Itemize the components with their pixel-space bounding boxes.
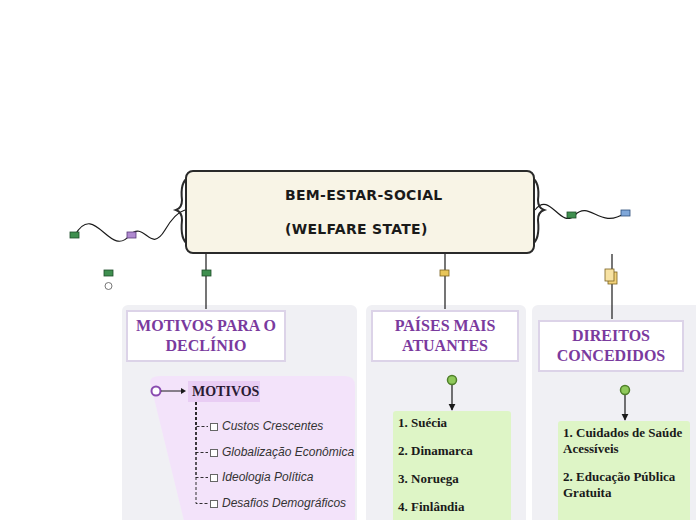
checkbox-icon (210, 423, 218, 431)
branch-heading: PAÍSES MAIS ATUANTES (371, 310, 519, 362)
group-region (150, 376, 355, 520)
node-text: BEM-ESTAR-SOCIAL (WELFARE STATE) (285, 178, 485, 246)
node-text: Globalização Econômica (222, 445, 354, 460)
list-item: Custos Crescentes (208, 418, 348, 435)
column-panel (122, 305, 357, 520)
node-text: Custos Crescentes (222, 419, 323, 434)
connector (196, 402, 208, 478)
subtopic-label: MOTIVOS (188, 381, 260, 402)
node-text: MOTIVOS (192, 383, 256, 400)
country-list: 1. Suécia 2. Dinamarca 3. Noruega 4. Finlân… (393, 411, 511, 520)
node-text: 1. Suécia (398, 415, 506, 431)
connector (196, 402, 208, 504)
node-text: Ideologia Política (222, 470, 313, 485)
connector (611, 254, 612, 319)
branch-heading: DIREITOS CONCEDIDOS (538, 320, 684, 372)
node-text: 2. Educação Pública Gratuita (563, 469, 685, 501)
central-topic: BEM-ESTAR-SOCIAL (WELFARE STATE) (185, 170, 535, 254)
list-item: Ideologia Política (208, 469, 348, 486)
column-panel (366, 305, 526, 520)
node-text: 1. Cuidados de Saúde Acessíveis (563, 425, 685, 457)
branch-heading: MOTIVOS PARA O DECLÍNIO (126, 310, 286, 362)
connector (444, 254, 445, 309)
column-panel (532, 305, 696, 520)
checkbox-icon (210, 449, 218, 457)
connector (451, 385, 452, 410)
squiggle-line (535, 204, 625, 218)
checkbox-icon (210, 474, 218, 482)
node-text: MOTIVOS PARA O DECLÍNIO (134, 316, 278, 356)
node-text: 3. Noruega (398, 471, 506, 487)
node-text: 2. Dinamarca (398, 443, 506, 459)
connector (205, 254, 206, 309)
checkbox-icon (210, 500, 218, 508)
node-text: 4. Finlândia (398, 499, 506, 515)
node-text: DIREITOS CONCEDIDOS (546, 326, 676, 366)
list-item: Globalização Econômica (208, 444, 353, 461)
connector (624, 395, 625, 420)
connector (196, 402, 208, 427)
rights-list: 1. Cuidados de Saúde Acessíveis 2. Educaç… (558, 421, 690, 520)
connector (196, 402, 208, 453)
list-item: Desafios Demográficos (208, 495, 353, 512)
node-text: PAÍSES MAIS ATUANTES (379, 316, 511, 356)
squiggle-line (75, 210, 185, 241)
node-text: Desafios Demográficos (222, 496, 346, 511)
